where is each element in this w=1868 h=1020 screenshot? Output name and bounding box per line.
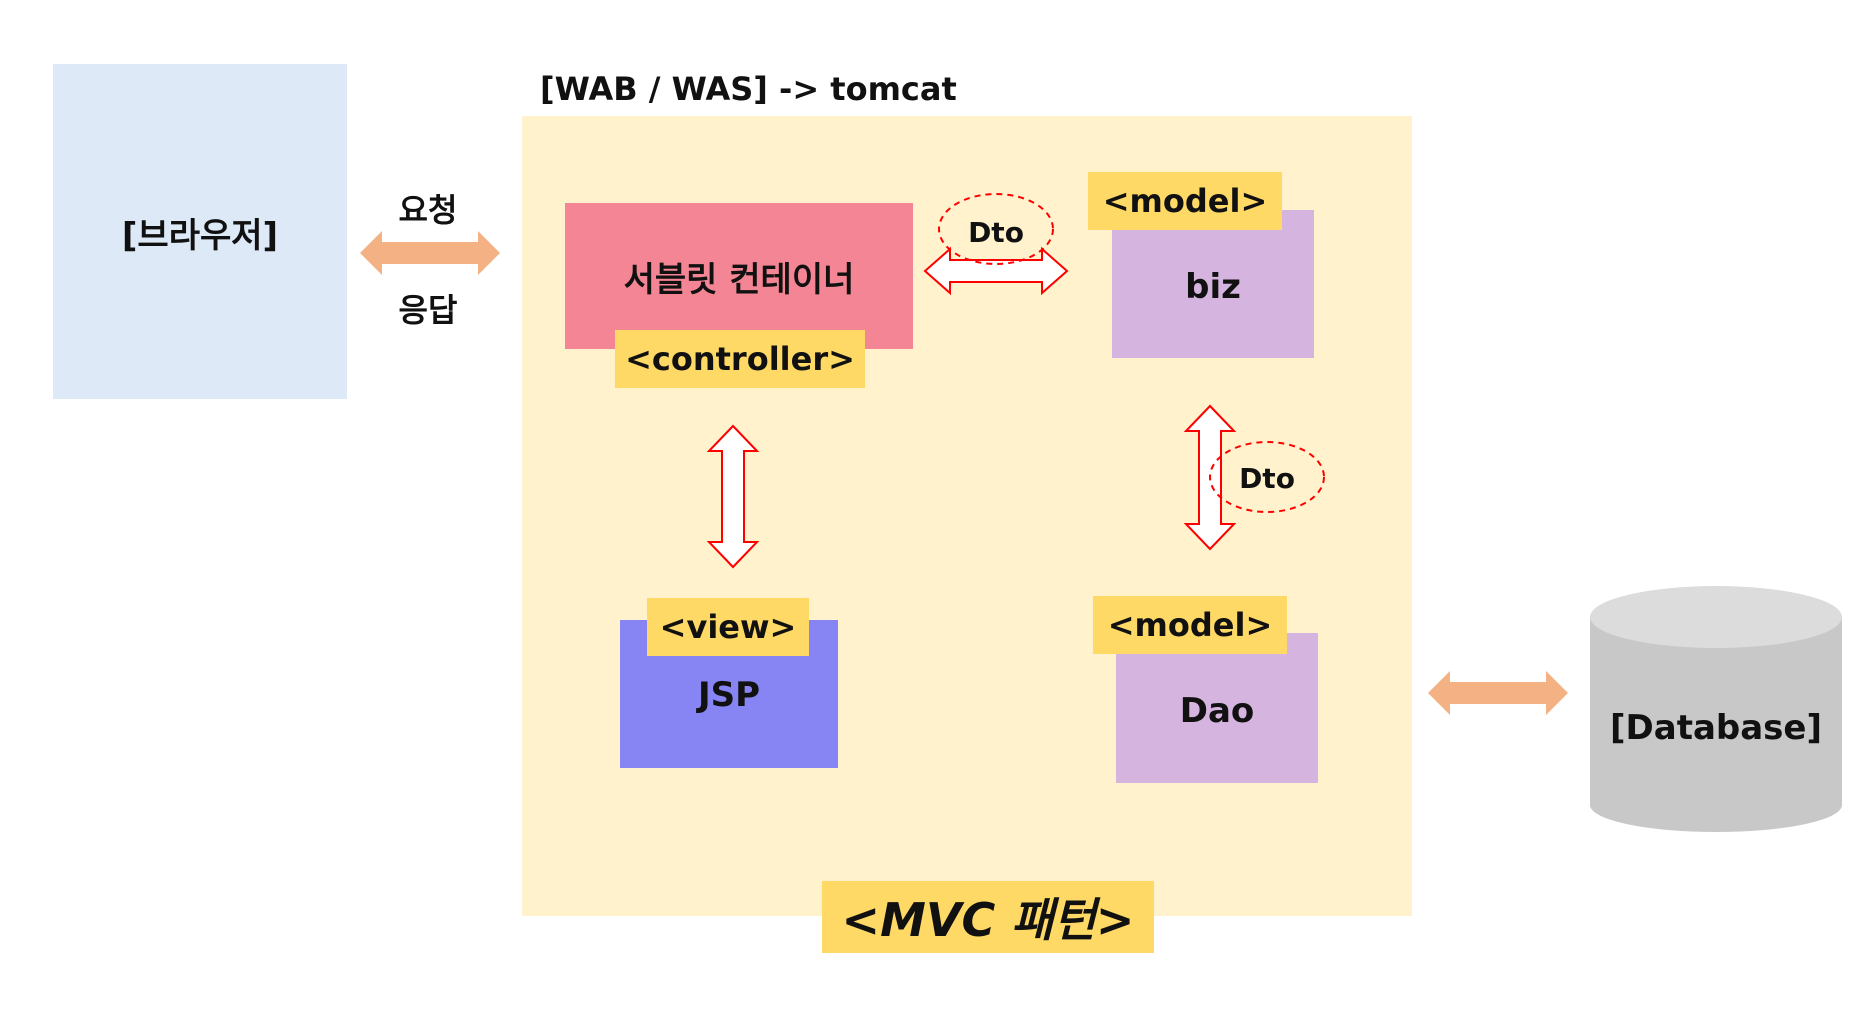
response-label: 응답	[398, 291, 458, 329]
database-cylinder	[1590, 586, 1842, 832]
biz-tag: <model>	[1088, 172, 1282, 230]
controller-biz-arrow	[923, 246, 1069, 296]
dto-top-ellipse	[938, 193, 1054, 265]
dto-top-label: Dto	[968, 216, 1024, 249]
dao-tag: <model>	[1093, 596, 1287, 654]
footer-title: <MVC 패턴>	[822, 881, 1154, 953]
view-tag: <view>	[647, 598, 809, 656]
request-response-arrow	[360, 231, 500, 275]
controller-tag: <controller>	[615, 330, 865, 388]
database-arrow	[1428, 671, 1568, 715]
controller-name: 서블릿 컨테이너	[623, 259, 855, 300]
request-label: 요청	[398, 191, 458, 229]
dao-name: Dao	[1179, 691, 1255, 731]
controller-view-arrow	[706, 424, 760, 569]
controller-box	[565, 203, 913, 349]
dao-box	[1116, 633, 1318, 783]
biz-name: biz	[1185, 267, 1241, 307]
biz-box	[1112, 210, 1314, 358]
browser-label: [브라우저]	[121, 215, 279, 256]
database-label: [Database]	[1610, 708, 1822, 748]
view-name: JSP	[697, 675, 761, 715]
dto-right-label: Dto	[1239, 462, 1295, 495]
dto-right-ellipse	[1209, 441, 1325, 513]
container-title: [WAB / WAS] -> tomcat	[540, 70, 957, 108]
browser-box	[53, 64, 347, 399]
